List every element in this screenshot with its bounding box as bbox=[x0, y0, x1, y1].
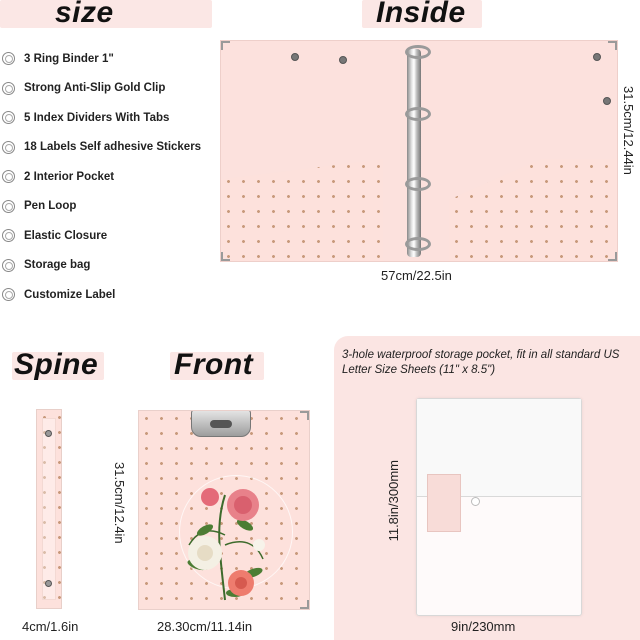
circle-bullet-icon bbox=[2, 111, 15, 125]
circle-bullet-icon bbox=[2, 258, 15, 272]
ring-mechanism bbox=[407, 49, 421, 257]
interior-pocket-left bbox=[221, 159, 383, 261]
list-item: Customize Label bbox=[2, 280, 220, 310]
feature-list: 3 Ring Binder 1" Strong Anti-Slip Gold C… bbox=[2, 44, 220, 310]
front-width-label: 28.30cm/11.14in bbox=[157, 619, 253, 634]
spine-label-slot bbox=[42, 418, 56, 600]
rivet-icon bbox=[339, 56, 347, 64]
circle-bullet-icon bbox=[2, 199, 15, 213]
list-item: Elastic Closure bbox=[2, 221, 220, 251]
rose-bouquet-icon bbox=[187, 488, 265, 601]
envelope-label-card bbox=[427, 474, 461, 532]
storage-pocket-caption: 3-hole waterproof storage pocket, fit in… bbox=[342, 349, 620, 376]
storage-envelope-image bbox=[416, 398, 582, 616]
rivet-icon bbox=[593, 53, 601, 61]
circle-bullet-icon bbox=[2, 52, 15, 66]
ring-icon bbox=[405, 45, 431, 59]
spine-image bbox=[36, 409, 62, 609]
pocket-height-label: 11.8in/300mm bbox=[386, 460, 401, 542]
pocket-width-label: 9in/230mm bbox=[451, 619, 516, 634]
list-item: Pen Loop bbox=[2, 192, 220, 222]
rivet-icon bbox=[291, 53, 299, 61]
snap-button-icon bbox=[471, 497, 480, 506]
size-title-band bbox=[0, 0, 212, 28]
rivet-icon bbox=[45, 430, 52, 437]
inside-title-band bbox=[362, 0, 482, 28]
spine-title: Spine bbox=[14, 348, 99, 381]
list-item: Storage bag bbox=[2, 251, 220, 281]
front-binder-image bbox=[138, 410, 310, 610]
inside-title: Inside bbox=[376, 0, 466, 29]
circle-bullet-icon bbox=[2, 170, 15, 184]
front-height-label: 31.5cm/12.4in bbox=[112, 462, 127, 544]
corner-protector-icon bbox=[221, 252, 230, 261]
inside-height-label: 31.5cm/12.44in bbox=[621, 86, 636, 175]
circle-bullet-icon bbox=[2, 288, 15, 302]
circle-bullet-icon bbox=[2, 140, 15, 154]
rivet-icon bbox=[45, 580, 52, 587]
corner-protector-icon bbox=[300, 600, 309, 609]
list-item: 3 Ring Binder 1" bbox=[2, 44, 220, 74]
list-item: Strong Anti-Slip Gold Clip bbox=[2, 74, 220, 104]
list-item: 5 Index Dividers With Tabs bbox=[2, 103, 220, 133]
interior-pocket-right bbox=[449, 159, 617, 261]
front-title: Front bbox=[174, 348, 254, 381]
corner-protector-icon bbox=[221, 41, 230, 50]
front-title-band bbox=[170, 352, 264, 380]
ring-icon bbox=[405, 177, 431, 191]
circle-bullet-icon bbox=[2, 229, 15, 243]
spine-title-band bbox=[12, 352, 104, 380]
gold-clip-icon bbox=[191, 411, 251, 437]
size-title: size bbox=[55, 0, 114, 29]
corner-protector-icon bbox=[300, 411, 309, 420]
corner-protector-icon bbox=[608, 252, 617, 261]
spine-width-label: 4cm/1.6in bbox=[22, 619, 79, 634]
inside-width-label: 57cm/22.5in bbox=[381, 268, 452, 283]
corner-protector-icon bbox=[608, 41, 617, 50]
inside-binder-image bbox=[220, 40, 618, 262]
list-item: 18 Labels Self adhesive Stickers bbox=[2, 133, 220, 163]
ring-icon bbox=[405, 237, 431, 251]
list-item: 2 Interior Pocket bbox=[2, 162, 220, 192]
circle-bullet-icon bbox=[2, 81, 15, 95]
ring-icon bbox=[405, 107, 431, 121]
rivet-icon bbox=[603, 97, 611, 105]
